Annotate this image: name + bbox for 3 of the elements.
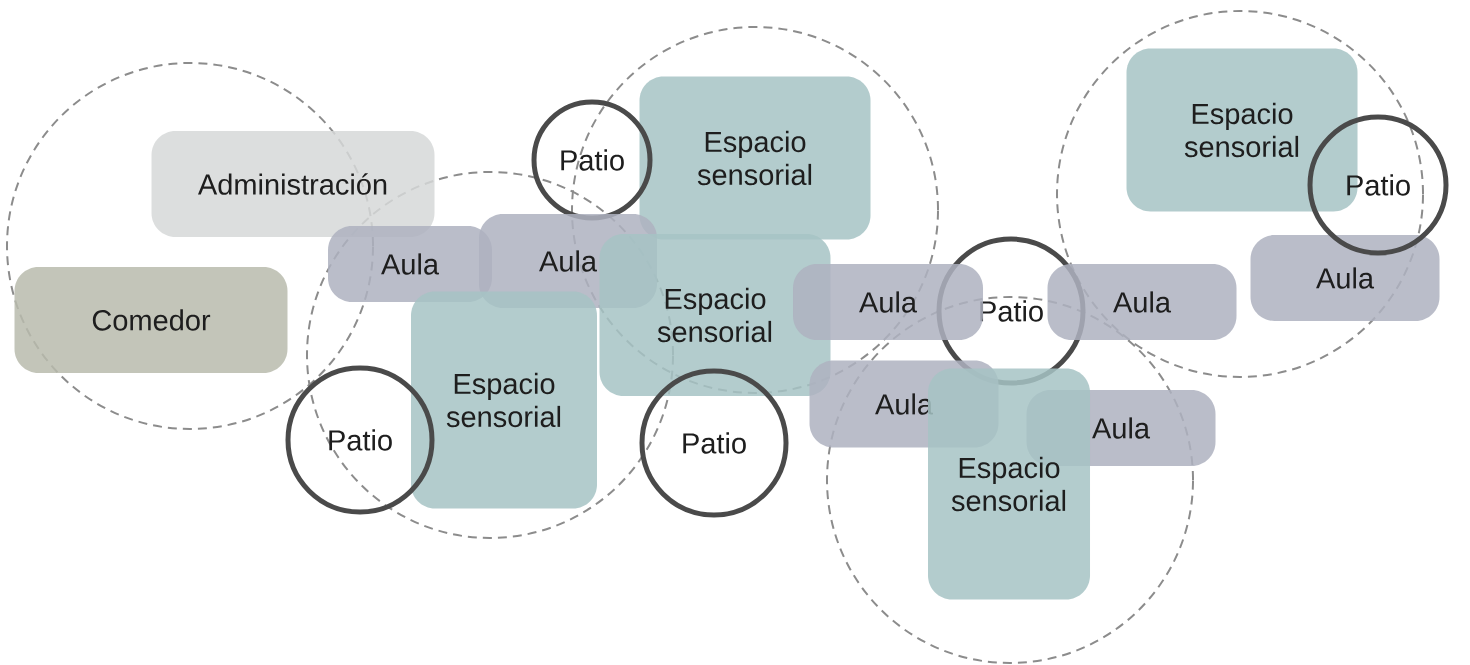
rounded-box: Aula	[793, 264, 983, 340]
rounded-box: Aula	[1250, 235, 1440, 321]
rounded-box: Administración	[151, 131, 435, 237]
